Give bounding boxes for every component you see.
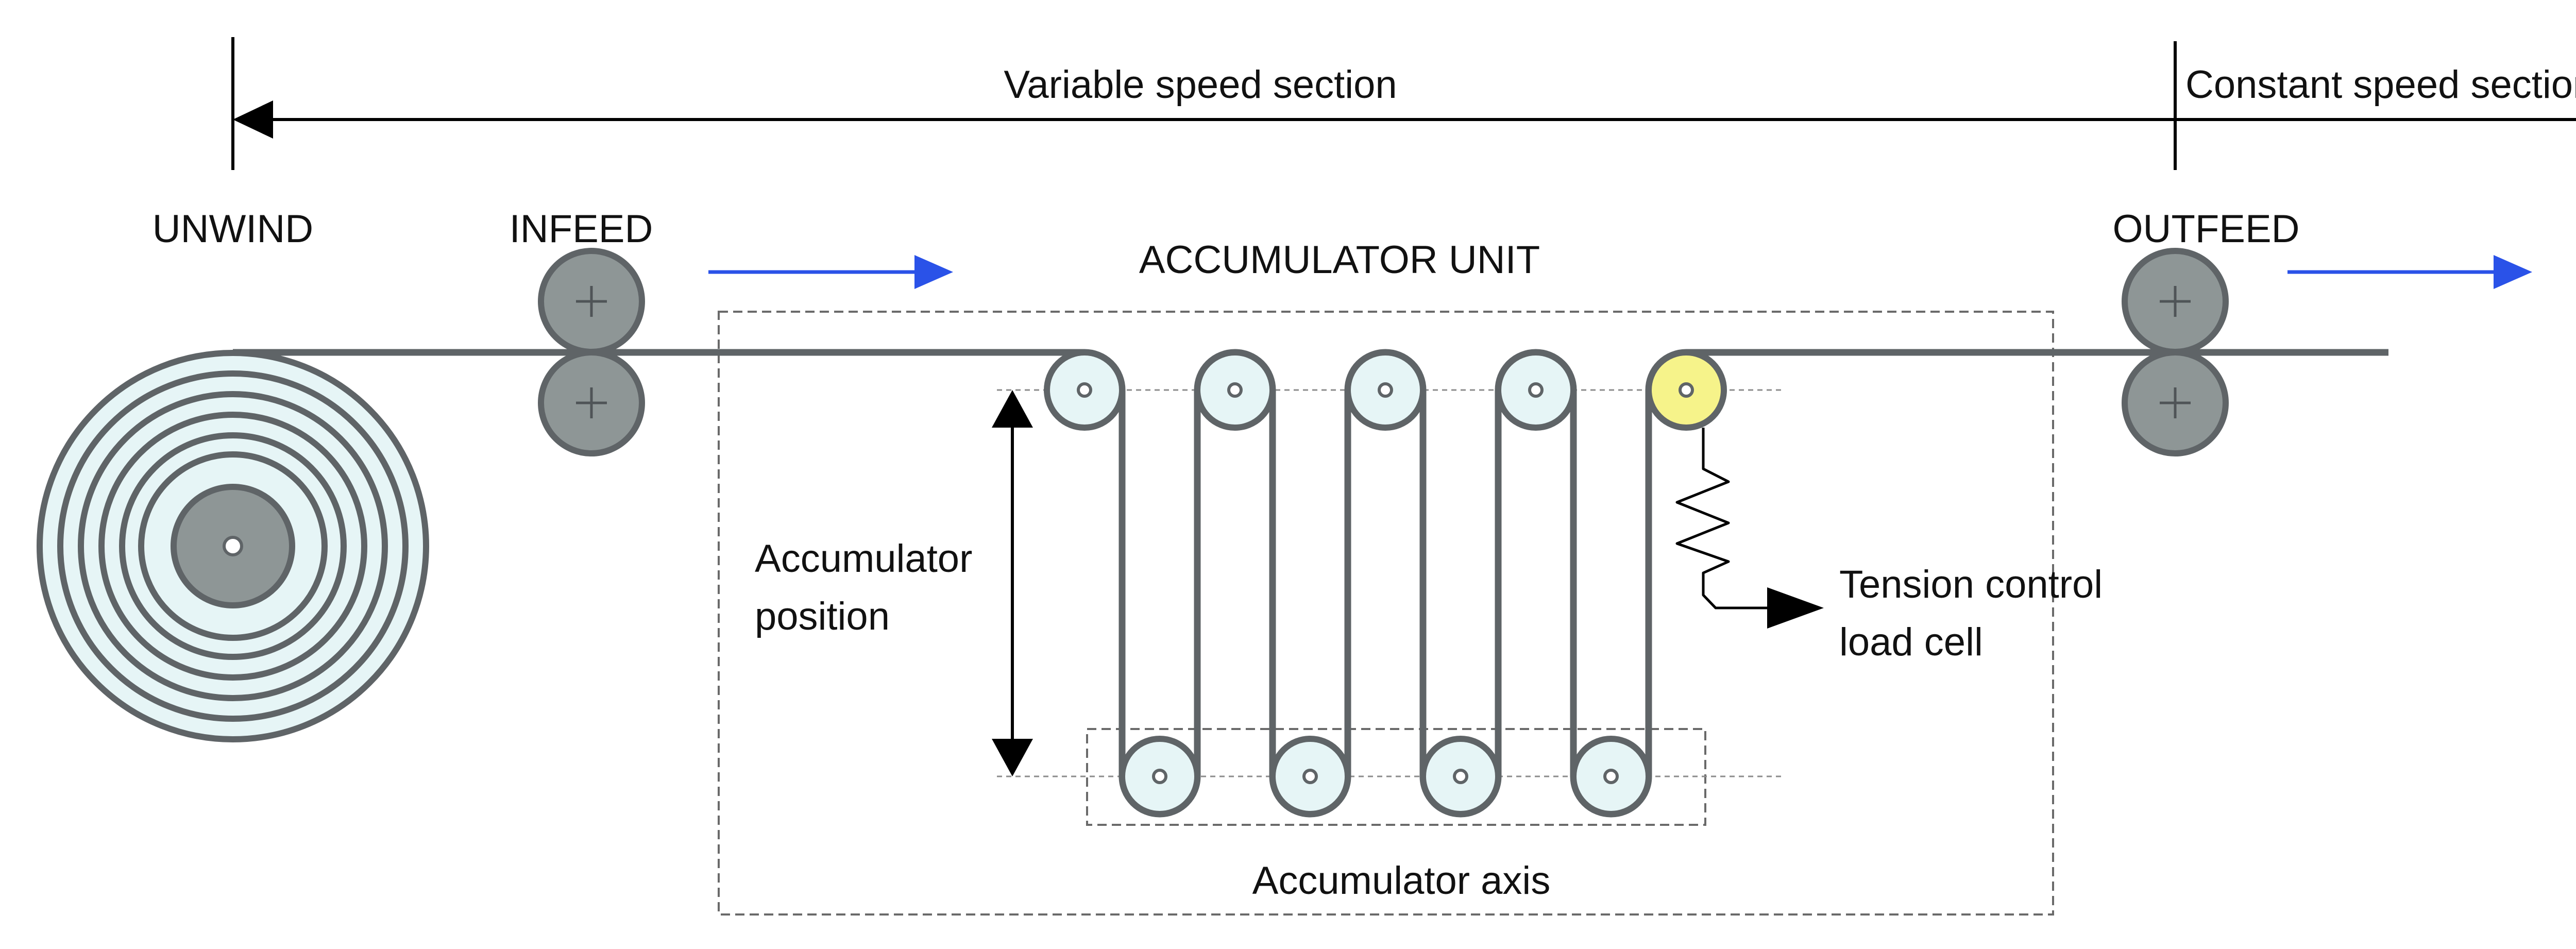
outfeed-nip-rollers — [2122, 248, 2229, 456]
unwind-hub — [223, 536, 243, 556]
constant-speed-label: Constant speed section — [2185, 63, 2576, 107]
accumulator-unit-box — [718, 311, 2054, 916]
accumulator-position-label-line1: Accumulator — [755, 537, 972, 581]
flow-arrow-outfeed — [2287, 255, 2532, 289]
unwind-coil — [37, 350, 429, 742]
flow-arrow-infeed — [708, 255, 953, 289]
outfeed-label: OUTFEED — [2112, 207, 2299, 251]
infeed-nip-rollers — [538, 248, 645, 456]
tension-signal-arrowhead — [1767, 587, 1824, 629]
variable-speed-label: Variable speed section — [1004, 63, 1397, 107]
accumulator-position-label-line2: position — [755, 595, 890, 638]
accumulator-position-arrow — [992, 390, 1033, 776]
infeed-label: INFEED — [510, 207, 653, 251]
accumulator-top-rollers — [1044, 349, 1727, 431]
load-cell-spring — [1675, 428, 1824, 629]
variable-speed-arrowhead-left — [233, 100, 273, 139]
tension-control-label-line1: Tension control — [1839, 563, 2103, 606]
accumulator-unit-label: ACCUMULATOR UNIT — [1139, 238, 1540, 282]
tension-control-label-line2: load cell — [1839, 620, 1983, 664]
speed-section-dimensions: Variable speed section Constant speed se… — [231, 37, 2576, 170]
unwind-label: UNWIND — [152, 207, 313, 251]
accumulator-axis-label: Accumulator axis — [1252, 859, 1551, 903]
accumulator-bottom-rollers — [1119, 736, 1652, 817]
